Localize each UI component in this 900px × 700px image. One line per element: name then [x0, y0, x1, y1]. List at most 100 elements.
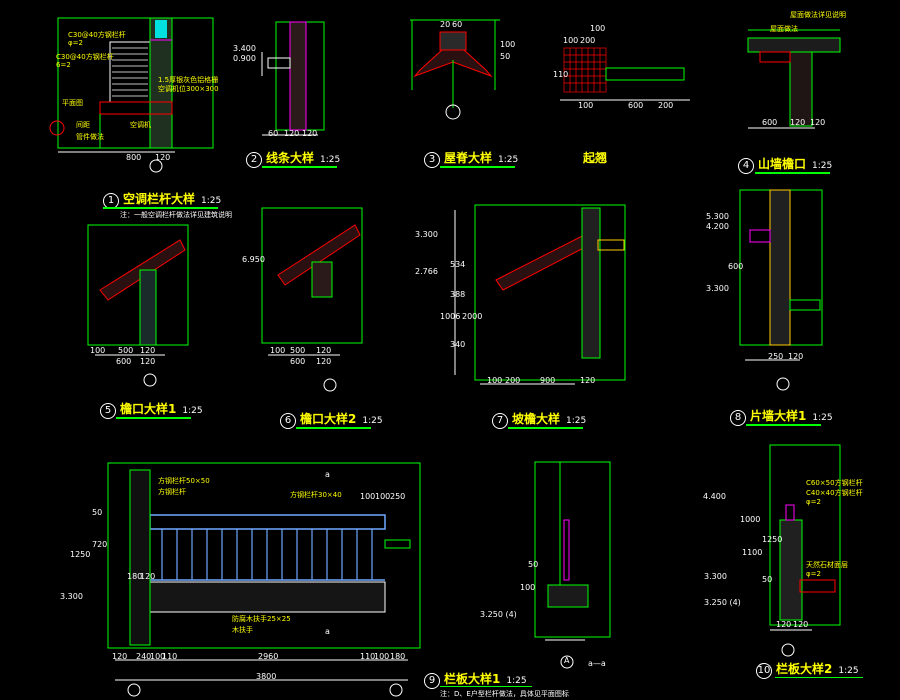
- detail-9-dim: 110: [360, 652, 376, 661]
- detail-9-dim: 720: [92, 540, 108, 549]
- detail-7-dim: 200: [505, 376, 521, 385]
- detail-7-dim: 120: [580, 376, 596, 385]
- detail-9-section-marker: a: [325, 627, 330, 636]
- detail-1-label: 管件做法: [76, 133, 104, 141]
- uplift-dim: 110: [553, 70, 569, 79]
- detail-8-dim: 5.300: [706, 212, 729, 221]
- detail-10-label: 天然石材面层: [806, 561, 848, 569]
- detail-10-drawing: [769, 444, 841, 657]
- detail-9-dim: 50: [528, 560, 539, 569]
- section-a-a-level: 3.250 (4): [480, 610, 517, 619]
- detail-6-dim: 120: [316, 346, 332, 355]
- detail-1-label: C30@40方钢栏杆: [56, 53, 114, 61]
- detail-10-dim: 1000: [740, 515, 761, 524]
- detail-9-dim: 100: [520, 583, 536, 592]
- detail-10-label: C60×50方钢栏杆: [806, 479, 863, 487]
- detail-7-title: 坡檐大样: [512, 412, 561, 426]
- detail-7-number: 7: [492, 413, 508, 429]
- detail-2-dim: 3.400: [233, 44, 256, 53]
- detail-4-dim: 600: [762, 118, 778, 127]
- detail-9-label: 方钢栏杆: [158, 488, 186, 496]
- detail-8-underline: [746, 424, 821, 426]
- detail-5-dim: 600: [116, 357, 132, 366]
- detail-1-label: 空调机: [130, 121, 151, 129]
- detail-5-drawing: [87, 224, 189, 387]
- detail-2-dim: 120: [284, 129, 300, 138]
- detail-10-underline: [775, 677, 863, 678]
- detail-9-scale: 1:25: [506, 676, 527, 686]
- uplift-dim: 100: [578, 101, 594, 110]
- detail-2-dim: 0.900: [233, 54, 256, 63]
- detail-9-note: 注：D、E户型栏杆做法，具体见平面图标: [440, 690, 569, 698]
- detail-9-dim: 100: [360, 492, 376, 501]
- uplift-dim: 100: [563, 36, 579, 45]
- detail-9-dim: 100: [374, 652, 390, 661]
- detail-4-dim: 120: [790, 118, 806, 127]
- detail-9-drawing: [107, 462, 421, 697]
- detail-1-drawing: [49, 17, 214, 173]
- detail-10-dim: 120: [776, 620, 792, 629]
- detail-7-dim: 2000: [462, 312, 483, 321]
- detail-2-number: 2: [246, 152, 262, 168]
- detail-3-number: 3: [424, 152, 440, 168]
- detail-3-dim: 20: [440, 20, 451, 29]
- section-a-a-drawing: [534, 461, 611, 669]
- detail-6-dim: 600: [290, 357, 306, 366]
- detail-8-dim: 4.200: [706, 222, 729, 231]
- detail-4-scale: 1:25: [812, 161, 833, 171]
- detail-9-underline: [440, 686, 532, 687]
- detail-5-underline: [116, 417, 191, 419]
- detail-10-dim: 50: [762, 575, 773, 584]
- detail-10-scale: 1:25: [838, 666, 859, 676]
- detail-4-underline: [755, 172, 830, 174]
- detail-8-dim: 250: [768, 352, 784, 361]
- detail-4-number: 4: [738, 158, 754, 174]
- detail-1-label: 间距: [76, 121, 90, 129]
- detail-9-dim: 110: [162, 652, 178, 661]
- detail-1-scale: 1:25: [201, 196, 222, 206]
- uplift-dim: 100: [590, 24, 606, 33]
- detail-1-dim: 120: [155, 153, 171, 162]
- detail-7-dim: 340: [450, 340, 466, 349]
- detail-4-title: 山墙檐口: [758, 157, 807, 171]
- detail-9-dim: 2960: [258, 652, 279, 661]
- detail-10-dim: 3.300: [704, 572, 727, 581]
- detail-9-dim: 120: [140, 572, 156, 581]
- detail-7-drawing: [454, 204, 626, 385]
- detail-4-caption: 4 山墙檐口 1:25: [738, 155, 832, 174]
- detail-8-title: 片墙大样1: [750, 409, 807, 423]
- detail-8-scale: 1:25: [812, 413, 833, 423]
- detail-9-label: 方钢栏杆50×50: [158, 477, 210, 485]
- detail-1-label: 1.5厚银灰色铝格栅: [158, 76, 219, 84]
- detail-7-dim: 1006: [440, 312, 461, 321]
- detail-3-title: 屋脊大样: [444, 151, 493, 165]
- detail-8-caption: 8 片墙大样1 1:25: [730, 407, 833, 426]
- detail-9-dim: 3.300: [60, 592, 83, 601]
- detail-4-label: 屋面做法详见说明: [790, 11, 846, 19]
- detail-9-label: 木扶手: [232, 626, 253, 634]
- detail-7-dim: 900: [540, 376, 556, 385]
- detail-9-dim: 120: [112, 652, 128, 661]
- detail-5-scale: 1:25: [182, 406, 203, 416]
- detail-4-label: 屋面做法: [770, 25, 798, 33]
- detail-7-underline: [508, 427, 583, 429]
- detail-10-dim: 3.250 (4): [704, 598, 741, 607]
- detail-7-scale: 1:25: [566, 416, 587, 426]
- detail-9-dim: 250: [390, 492, 406, 501]
- detail-5-dim: 120: [140, 357, 156, 366]
- uplift-caption: 起翘: [583, 149, 607, 166]
- detail-1-label: 6=2: [56, 61, 71, 69]
- detail-4-drawing: [747, 29, 841, 129]
- detail-8-number: 8: [730, 410, 746, 426]
- detail-9-dim: 240: [136, 652, 152, 661]
- detail-9-dim: 50: [92, 508, 103, 517]
- detail-5-dim: 120: [140, 346, 156, 355]
- detail-10-dim: 1100: [742, 548, 763, 557]
- detail-7-dim: 534: [450, 260, 466, 269]
- detail-7-dim: 100: [487, 376, 503, 385]
- detail-9-dim: 100: [375, 492, 391, 501]
